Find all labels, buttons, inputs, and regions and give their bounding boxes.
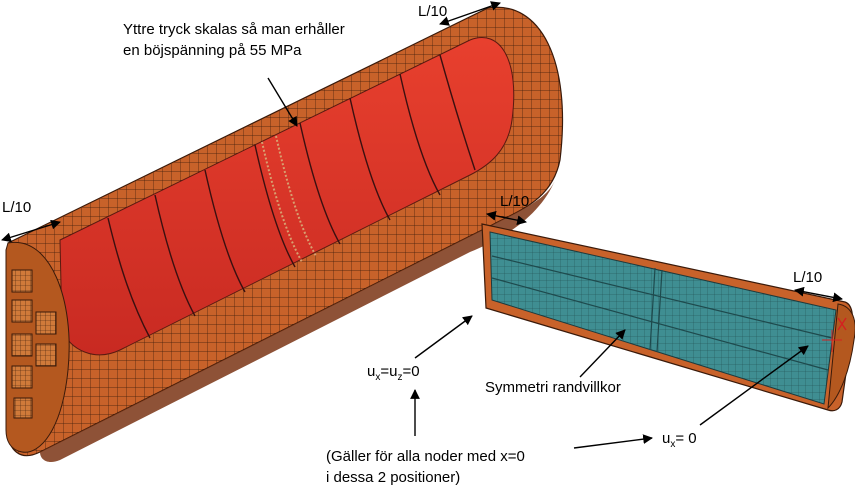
cylinder-underside bbox=[40, 178, 556, 463]
l10-left-label: L/10 bbox=[2, 199, 31, 216]
note-line2: i dessa 2 positioner) bbox=[326, 469, 460, 486]
bc-uxuz-label: ux=uz=0 bbox=[367, 363, 420, 383]
dimension-mid: L/10 bbox=[486, 193, 529, 226]
section-end-cap bbox=[827, 303, 855, 410]
l10-right-label: L/10 bbox=[793, 269, 822, 286]
bc-ux-label: ux= 0 bbox=[662, 430, 697, 450]
section-face bbox=[489, 231, 837, 405]
note-annotation: (Gäller för alla noder med x=0 i dessa 2… bbox=[326, 434, 653, 486]
pressure-zone bbox=[59, 37, 515, 356]
end-face-blocks bbox=[11, 269, 57, 419]
symmetry-label: Symmetri randvillkor bbox=[485, 379, 621, 396]
pressure-label-line1: Yttre tryck skalas så man erhåller bbox=[123, 21, 345, 38]
pressure-zone-rings bbox=[107, 54, 476, 339]
dimension-left: L/10 bbox=[1, 199, 61, 243]
pressure-label-line2: en böjspänning på 55 MPa bbox=[123, 42, 302, 59]
bc-uxuz-annotation: ux=uz=0 bbox=[367, 315, 473, 436]
note-line1: (Gäller för alla noder med x=0 bbox=[326, 448, 525, 465]
l10-mid-label: L/10 bbox=[500, 193, 529, 210]
symmetry-annotation: Symmetri randvillkor bbox=[485, 329, 626, 396]
dimension-top: L/10 bbox=[418, 1, 501, 26]
half-section-model bbox=[481, 223, 855, 412]
pressure-annotation: Yttre tryck skalas så man erhåller en bö… bbox=[123, 21, 345, 127]
l10-top-label: L/10 bbox=[418, 3, 447, 20]
dimension-right: L/10 bbox=[793, 269, 843, 303]
bc-ux-annotation: ux= 0 bbox=[662, 345, 809, 450]
full-cylinder-model bbox=[5, 6, 564, 463]
